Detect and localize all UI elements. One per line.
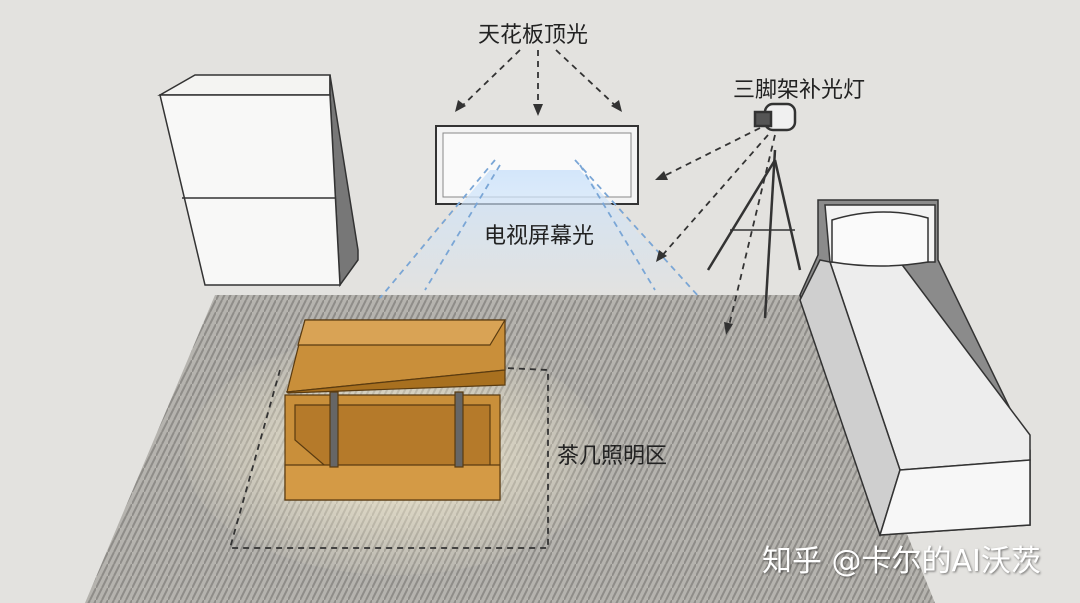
tv-light-rays [379, 159, 701, 299]
ceiling-light-label: 天花板顶光 [478, 23, 589, 48]
tv-light-label: 电视屏幕光 [484, 224, 595, 249]
table-zone-label: 茶几照明区 [557, 444, 668, 469]
cabinet [157, 74, 359, 288]
tripod-light [706, 102, 802, 319]
table-zone-outline [228, 367, 549, 549]
coffee-table [284, 319, 507, 501]
watermark: 知乎 @卡尔的AI沃茨 [762, 544, 1041, 579]
tv-screen [380, 125, 700, 300]
sofa [799, 199, 1031, 538]
ceiling-light-rays [459, 49, 776, 331]
tripod-light-label: 三脚架补光灯 [733, 78, 866, 103]
